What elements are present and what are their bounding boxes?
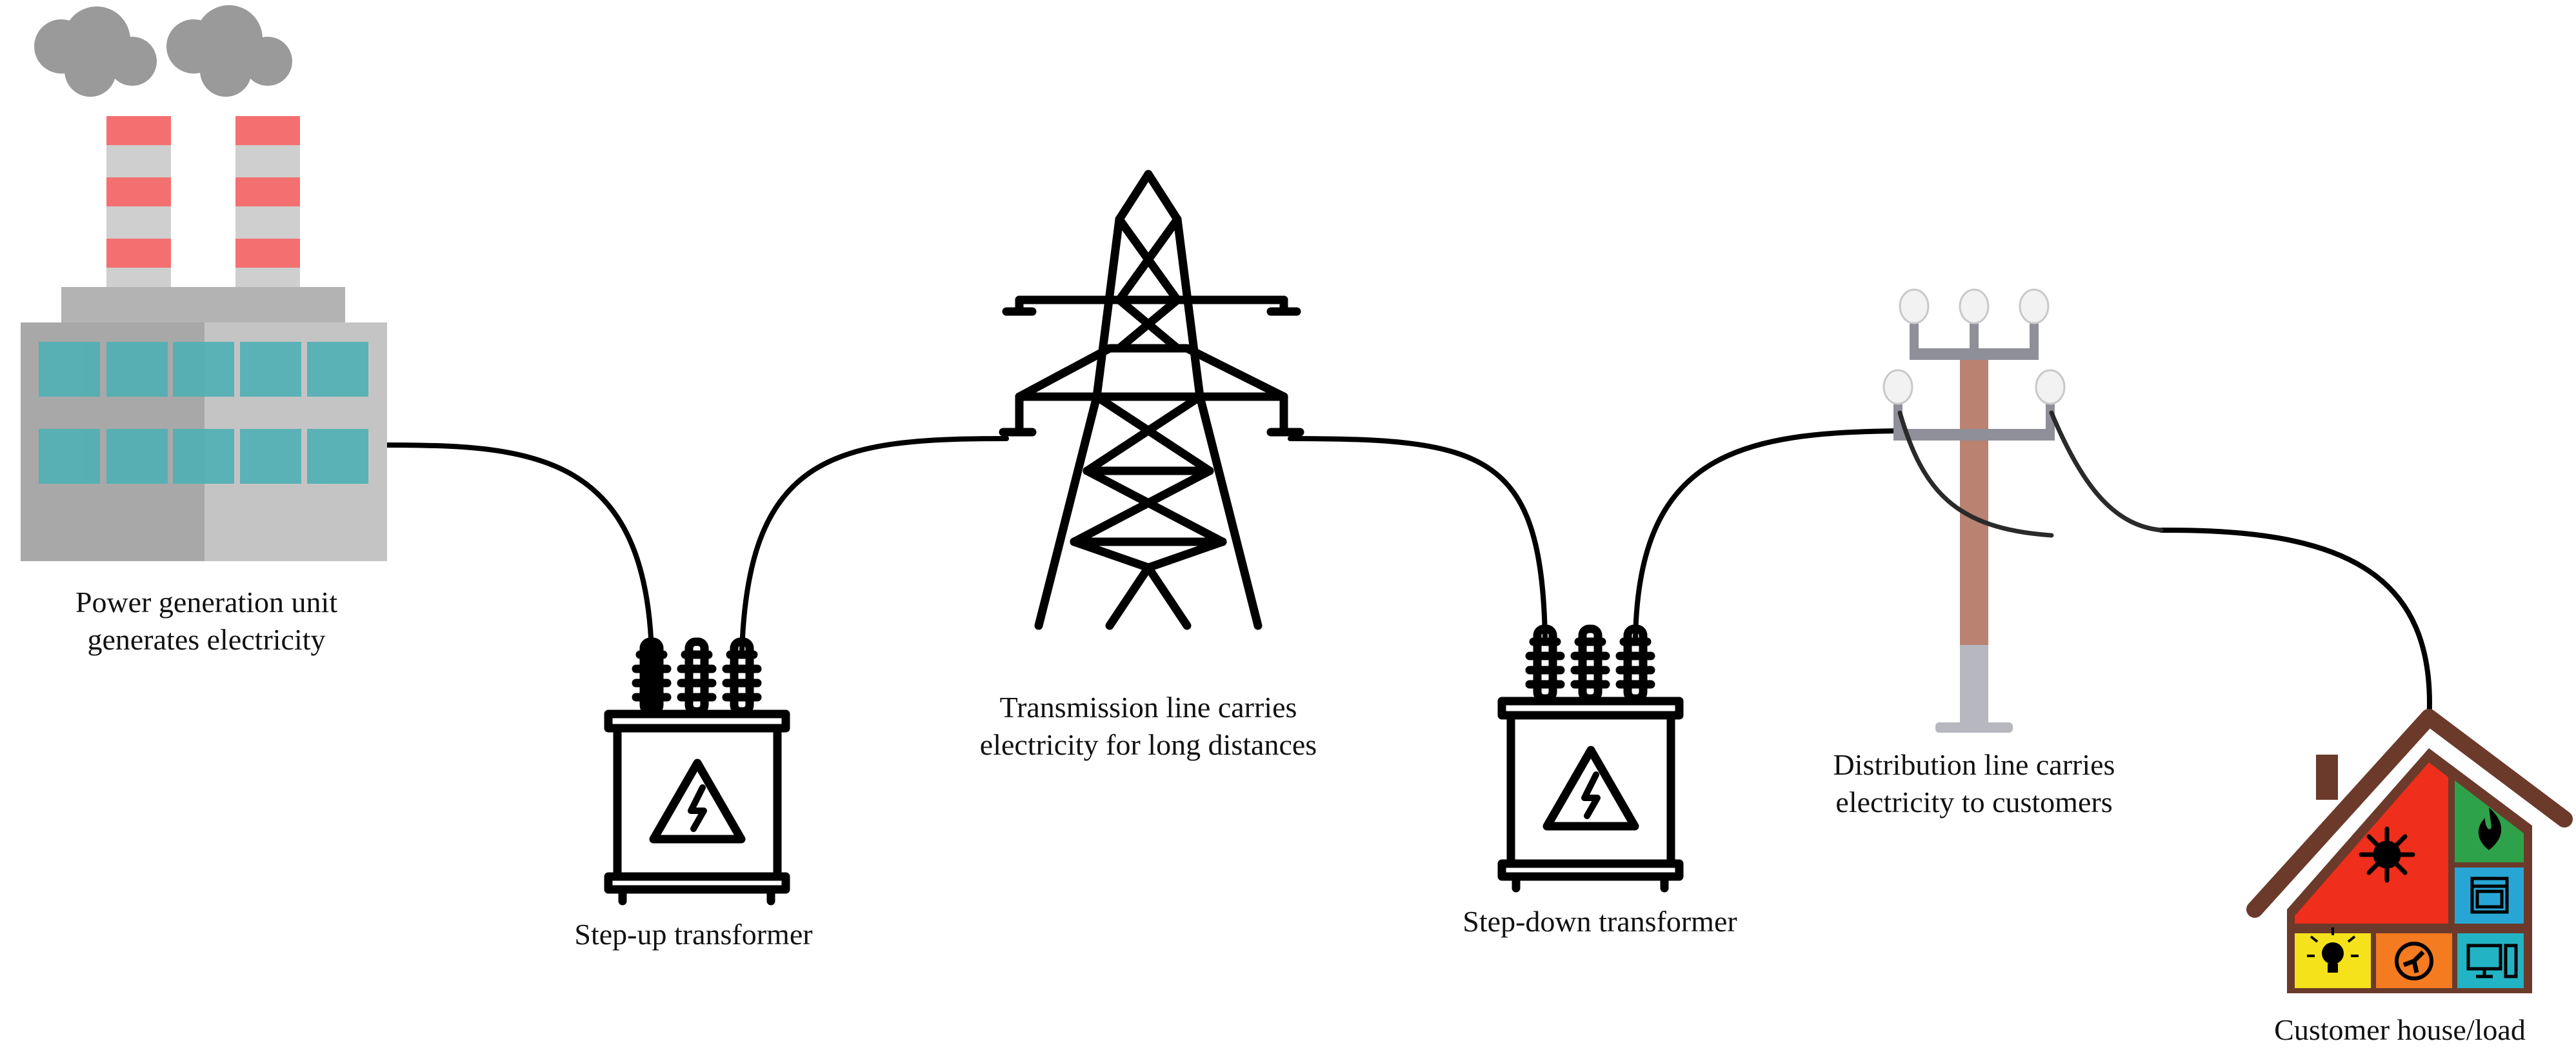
insulators	[1882, 288, 2066, 405]
computer-icon	[2466, 944, 2518, 978]
house-icon	[2246, 709, 2573, 993]
house-roof	[2246, 709, 2573, 918]
bushings	[1525, 624, 1655, 703]
lightning-icon	[649, 759, 746, 844]
wires	[381, 428, 2432, 725]
pole-base	[1960, 645, 1988, 726]
transmission-label-line-2: electricity for long distances	[979, 728, 1317, 761]
power-plant-label-line-2: generates electricity	[87, 623, 326, 656]
oven-icon	[2470, 877, 2509, 914]
flame-icon	[2478, 808, 2502, 850]
step-up-label: Step-up transformer	[526, 916, 861, 953]
lightning-icon	[1543, 746, 1639, 831]
customer-label: Customer house/load	[2232, 1011, 2568, 1049]
step-up-transformer-icon	[604, 637, 790, 906]
distribution-label-line-2: electricity to customers	[1835, 786, 2113, 818]
room-blue	[2455, 868, 2524, 924]
wire-plant-to-stepup	[381, 442, 654, 654]
transformer-feet	[604, 872, 790, 906]
room-red	[2295, 762, 2448, 924]
pole-lower-arm	[1893, 429, 2055, 441]
distribution-label-line-1: Distribution line carries	[1833, 748, 2115, 781]
smoke-cloud-left	[34, 6, 157, 97]
power-plant-label: Power generation unit generates electric…	[26, 584, 387, 659]
transmission-label: Transmission line carries electricity fo…	[942, 689, 1355, 764]
power-plant-label-line-1: Power generation unit	[75, 586, 338, 619]
wire-pole-to-house	[2159, 527, 2432, 725]
chimney	[2316, 755, 2338, 800]
step-down-label: Step-down transformer	[1413, 903, 1787, 940]
step-up-label-text: Step-up transformer	[574, 918, 813, 951]
wire-stepup-to-tower	[739, 436, 1009, 654]
factory-icon	[21, 5, 387, 561]
snowflake-sun-icon	[2359, 826, 2415, 883]
transmission-label-line-1: Transmission line carries	[999, 691, 1297, 724]
fan-icon	[2395, 942, 2433, 980]
wire-tower-to-stepdown	[1288, 436, 1548, 641]
chimney-left	[106, 116, 171, 290]
room-green	[2455, 780, 2524, 862]
distribution-label: Distribution line carries electricity to…	[1787, 746, 2161, 821]
bushings	[632, 637, 762, 716]
factory-windows	[39, 342, 368, 484]
bulb-icon	[2307, 927, 2359, 973]
pole-foot	[1935, 722, 2013, 733]
wire-stepdown-to-pole	[1633, 428, 1906, 641]
factory-roof-band	[61, 287, 345, 326]
transmission-tower-icon	[999, 170, 1304, 630]
chimney-right	[235, 116, 300, 290]
customer-label-text: Customer house/load	[2274, 1013, 2526, 1046]
step-down-label-text: Step-down transformer	[1463, 905, 1737, 938]
transformer-feet	[1497, 859, 1684, 893]
smoke-cloud-right	[166, 5, 292, 97]
step-down-transformer-icon	[1497, 624, 1684, 893]
distribution-pole-icon	[1882, 288, 2164, 733]
